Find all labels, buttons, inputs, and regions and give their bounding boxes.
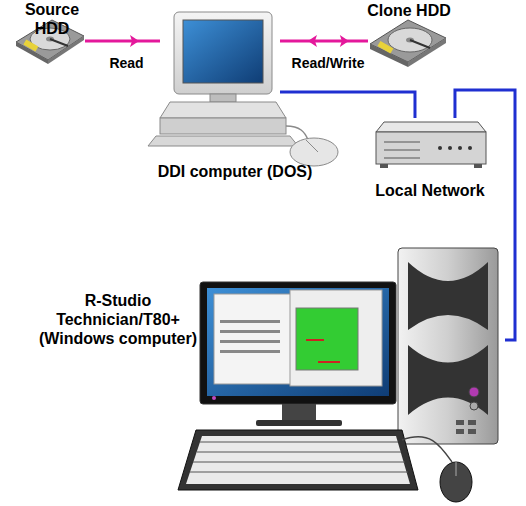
connector-line	[455, 90, 515, 340]
node-label: Source HDD	[7, 0, 97, 38]
dos-computer-drawing	[148, 12, 338, 166]
connector-line	[85, 40, 160, 43]
edge-label: Read/Write	[292, 55, 365, 71]
arrow-head	[130, 35, 139, 47]
computer-node: DDI computer (DOS)	[160, 12, 280, 147]
connector-line	[280, 92, 415, 118]
hdd-node: Clone HDD	[368, 18, 448, 68]
network-switch-drawing	[376, 122, 486, 168]
computer-node: R-Studio Technician/T80+ (Windows comput…	[195, 245, 505, 500]
node-label: R-Studio Technician/T80+ (Windows comput…	[28, 291, 208, 348]
connector-line	[280, 40, 368, 43]
node-label: DDI computer (DOS)	[135, 162, 335, 181]
arrow-head	[340, 35, 349, 47]
hdd-node: Source HDD	[15, 20, 85, 62]
windows-computer-drawing	[178, 248, 498, 502]
arrow-head	[308, 35, 317, 47]
node-label: Clone HDD	[364, 1, 454, 20]
hdd-drawing	[370, 20, 446, 67]
edge-label: Read	[109, 55, 143, 71]
network-node: Local Network	[375, 118, 487, 168]
node-label: Local Network	[340, 181, 520, 200]
